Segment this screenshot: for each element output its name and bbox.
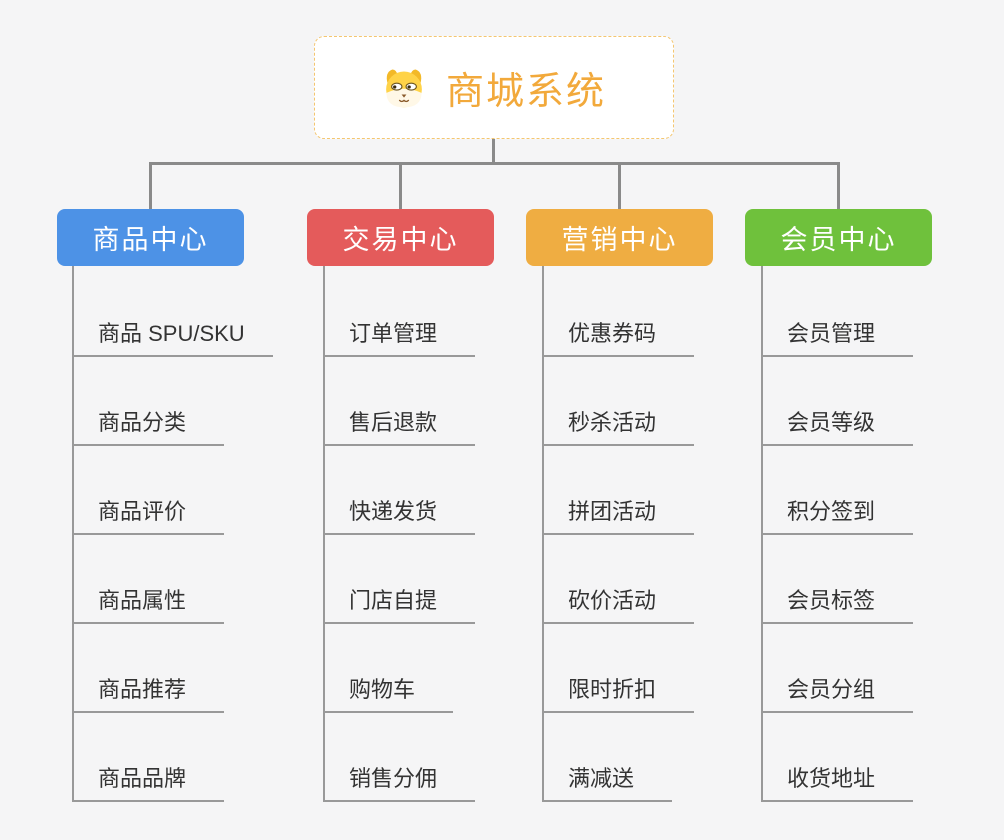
connector-root-drop	[492, 139, 495, 164]
connector-drop-member	[837, 162, 840, 210]
branch-item[interactable]: 商品推荐	[72, 675, 225, 713]
connector-bus	[149, 162, 840, 165]
branch-item[interactable]: 门店自提	[323, 586, 476, 624]
root-title: 商城系统	[445, 71, 606, 113]
branch-item[interactable]: 快递发货	[323, 497, 476, 535]
branch-item[interactable]: 商品属性	[72, 586, 225, 624]
branch-item[interactable]: 会员分组	[761, 675, 914, 713]
branch-item[interactable]: 收货地址	[761, 764, 914, 802]
branch-item[interactable]: 商品 SPU/SKU	[72, 319, 273, 357]
dog-face-icon	[382, 66, 426, 110]
connector-drop-marketing	[618, 162, 621, 210]
branch-item[interactable]: 拼团活动	[542, 497, 695, 535]
branch-item[interactable]: 砍价活动	[542, 586, 695, 624]
branch-item[interactable]: 商品分类	[72, 408, 225, 446]
branch-item[interactable]: 销售分佣	[323, 764, 476, 802]
branch-item[interactable]: 会员管理	[761, 319, 914, 357]
branch-header-trade[interactable]: 交易中心	[307, 209, 494, 266]
branch-item[interactable]: 购物车	[323, 675, 454, 713]
branch-item[interactable]: 满减送	[542, 764, 673, 802]
root-node[interactable]: 商城系统	[314, 36, 674, 139]
branch-item[interactable]: 会员等级	[761, 408, 914, 446]
branch-header-member[interactable]: 会员中心	[745, 209, 932, 266]
connector-drop-product	[149, 162, 152, 210]
branch-item[interactable]: 限时折扣	[542, 675, 695, 713]
branch-item[interactable]: 会员标签	[761, 586, 914, 624]
branch-item[interactable]: 售后退款	[323, 408, 476, 446]
branch-item[interactable]: 秒杀活动	[542, 408, 695, 446]
connector-drop-trade	[399, 162, 402, 210]
branch-item[interactable]: 优惠券码	[542, 319, 695, 357]
branch-item[interactable]: 订单管理	[323, 319, 476, 357]
branch-item[interactable]: 积分签到	[761, 497, 914, 535]
branch-item[interactable]: 商品品牌	[72, 764, 225, 802]
branch-header-product[interactable]: 商品中心	[57, 209, 244, 266]
branch-header-marketing[interactable]: 营销中心	[526, 209, 713, 266]
branch-item[interactable]: 商品评价	[72, 497, 225, 535]
